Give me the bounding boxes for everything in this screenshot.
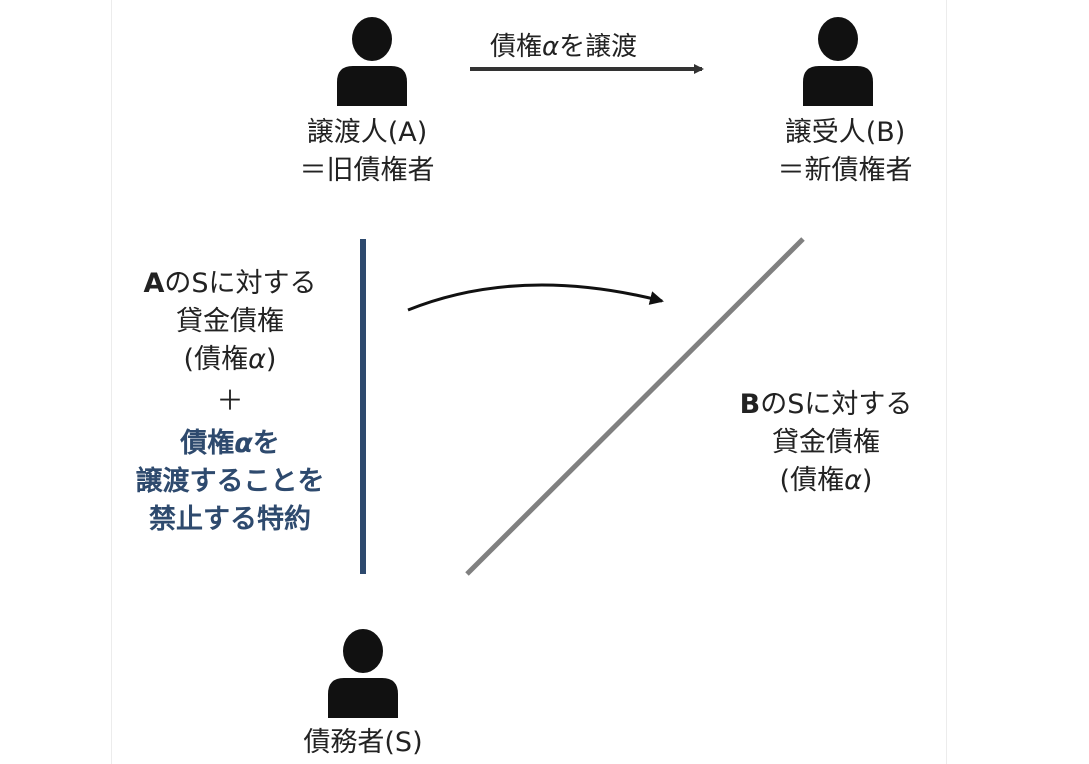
transfer-label-pre: 債権 <box>490 32 543 62</box>
right-claim-block: BのSに対する 貸金債権 (債権α) <box>716 386 936 500</box>
right-claim-line3-close: ) <box>861 465 873 496</box>
left-claim-line1-rest: のSに対する <box>164 268 317 299</box>
left-claim-line3-alpha: α <box>248 344 266 375</box>
right-claim-line3-open: (債権 <box>779 465 845 496</box>
right-claim-holder: B <box>739 389 761 420</box>
curved-arrow-icon <box>407 283 664 312</box>
special-clause-line2: 譲渡することを <box>135 466 325 497</box>
right-claim-line2: 貸金債権 <box>772 427 880 458</box>
debtor-person-icon <box>328 629 398 718</box>
assignor-name: 譲渡人(A) <box>306 117 428 148</box>
debtor-label: 債務者(S) <box>278 724 448 762</box>
left-claim-line1: AのSに対する <box>118 265 342 303</box>
special-clause-line3: 禁止する特約 <box>149 504 311 535</box>
right-claim-line1: BのSに対する <box>716 386 936 424</box>
special-clause-line1: 債権αを <box>118 425 342 463</box>
right-page-border <box>946 0 947 764</box>
left-claim-line3: (債権α) <box>118 341 342 379</box>
special-clause-line1-post: を <box>252 428 280 459</box>
transfer-arrow-label: 債権αを譲渡 <box>490 30 637 64</box>
right-claim-line3-alpha: α <box>844 465 862 496</box>
left-claim-block: AのSに対する 貸金債権 (債権α) ＋ 債権αを 譲渡することを 禁止する特約 <box>118 265 342 539</box>
plus-sign: ＋ <box>216 386 244 417</box>
left-claim-line3-close: ) <box>265 344 277 375</box>
assignor-label: 譲渡人(A) ＝旧債権者 <box>282 114 452 190</box>
assignor-person-icon <box>337 17 407 106</box>
right-claim-line1-rest: のSに対する <box>760 389 913 420</box>
assignee-label: 譲受人(B) ＝新債権者 <box>760 114 930 190</box>
right-claim-line3: (債権α) <box>716 462 936 500</box>
debtor-name: 債務者(S) <box>303 727 423 758</box>
assignee-role: ＝新債権者 <box>777 155 913 186</box>
assignee-name: 譲受人(B) <box>784 117 906 148</box>
assignor-role: ＝旧債権者 <box>299 155 435 186</box>
left-page-border <box>111 0 112 764</box>
special-clause-line1-pre: 債権 <box>180 428 235 459</box>
left-claim-holder: A <box>143 268 165 299</box>
left-claim-line3-open: (債権 <box>183 344 249 375</box>
transfer-label-alpha: α <box>542 32 560 62</box>
special-clause-line1-alpha: α <box>234 428 253 459</box>
left-claim-line2: 貸金債権 <box>176 306 284 337</box>
transfer-label-post: を譲渡 <box>559 32 638 62</box>
assignee-person-icon <box>803 17 873 106</box>
claim-line-b-s <box>465 237 805 576</box>
